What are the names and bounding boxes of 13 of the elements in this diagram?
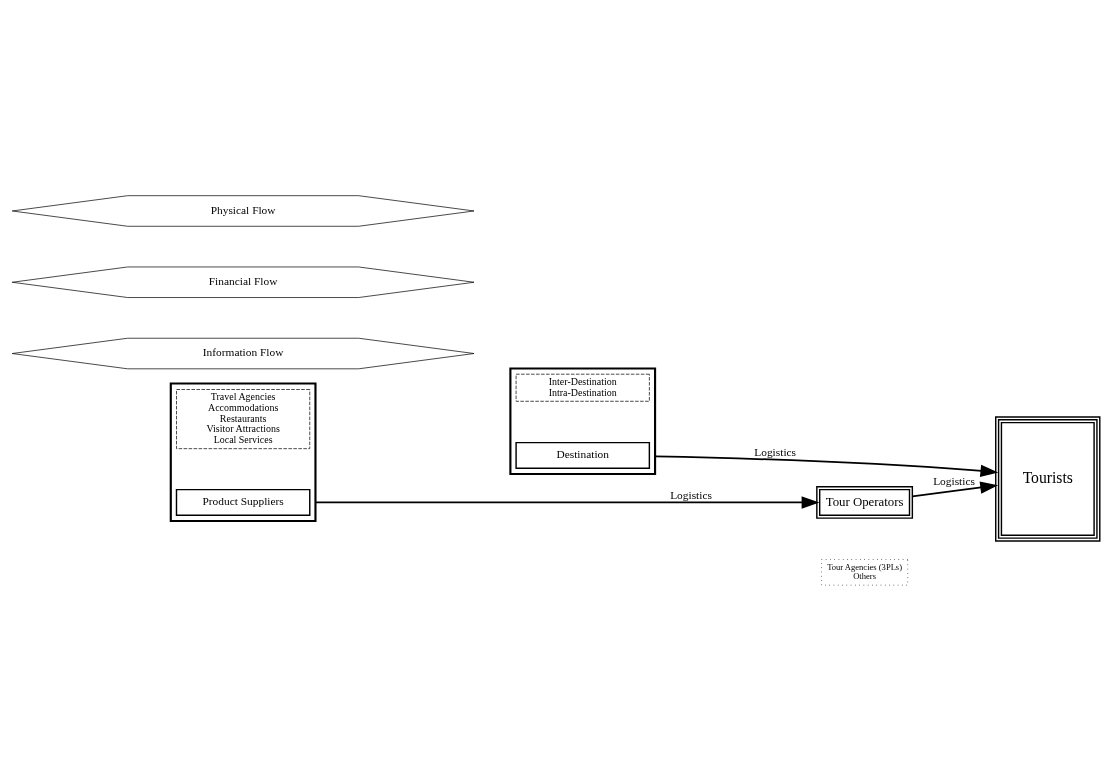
node-box: Tour Agencies (3PLs) Others xyxy=(821,558,909,585)
cluster xyxy=(509,366,657,475)
node-box: Travel Agencies Accommodations Restaurants Visitor Attractions Local Services xyxy=(176,388,311,449)
node-box: Inter-Destination Intra-Destination xyxy=(515,373,650,402)
edge-label: Logistics xyxy=(754,445,797,458)
node-box: Product Suppliers xyxy=(175,488,311,516)
arrow xyxy=(314,495,820,509)
edge-label: Logistics xyxy=(933,474,975,487)
arrow xyxy=(654,455,999,477)
edge-label: Logistics xyxy=(670,488,712,501)
cluster xyxy=(169,381,317,522)
arrow xyxy=(911,480,999,497)
node-box: Destination xyxy=(515,441,651,469)
